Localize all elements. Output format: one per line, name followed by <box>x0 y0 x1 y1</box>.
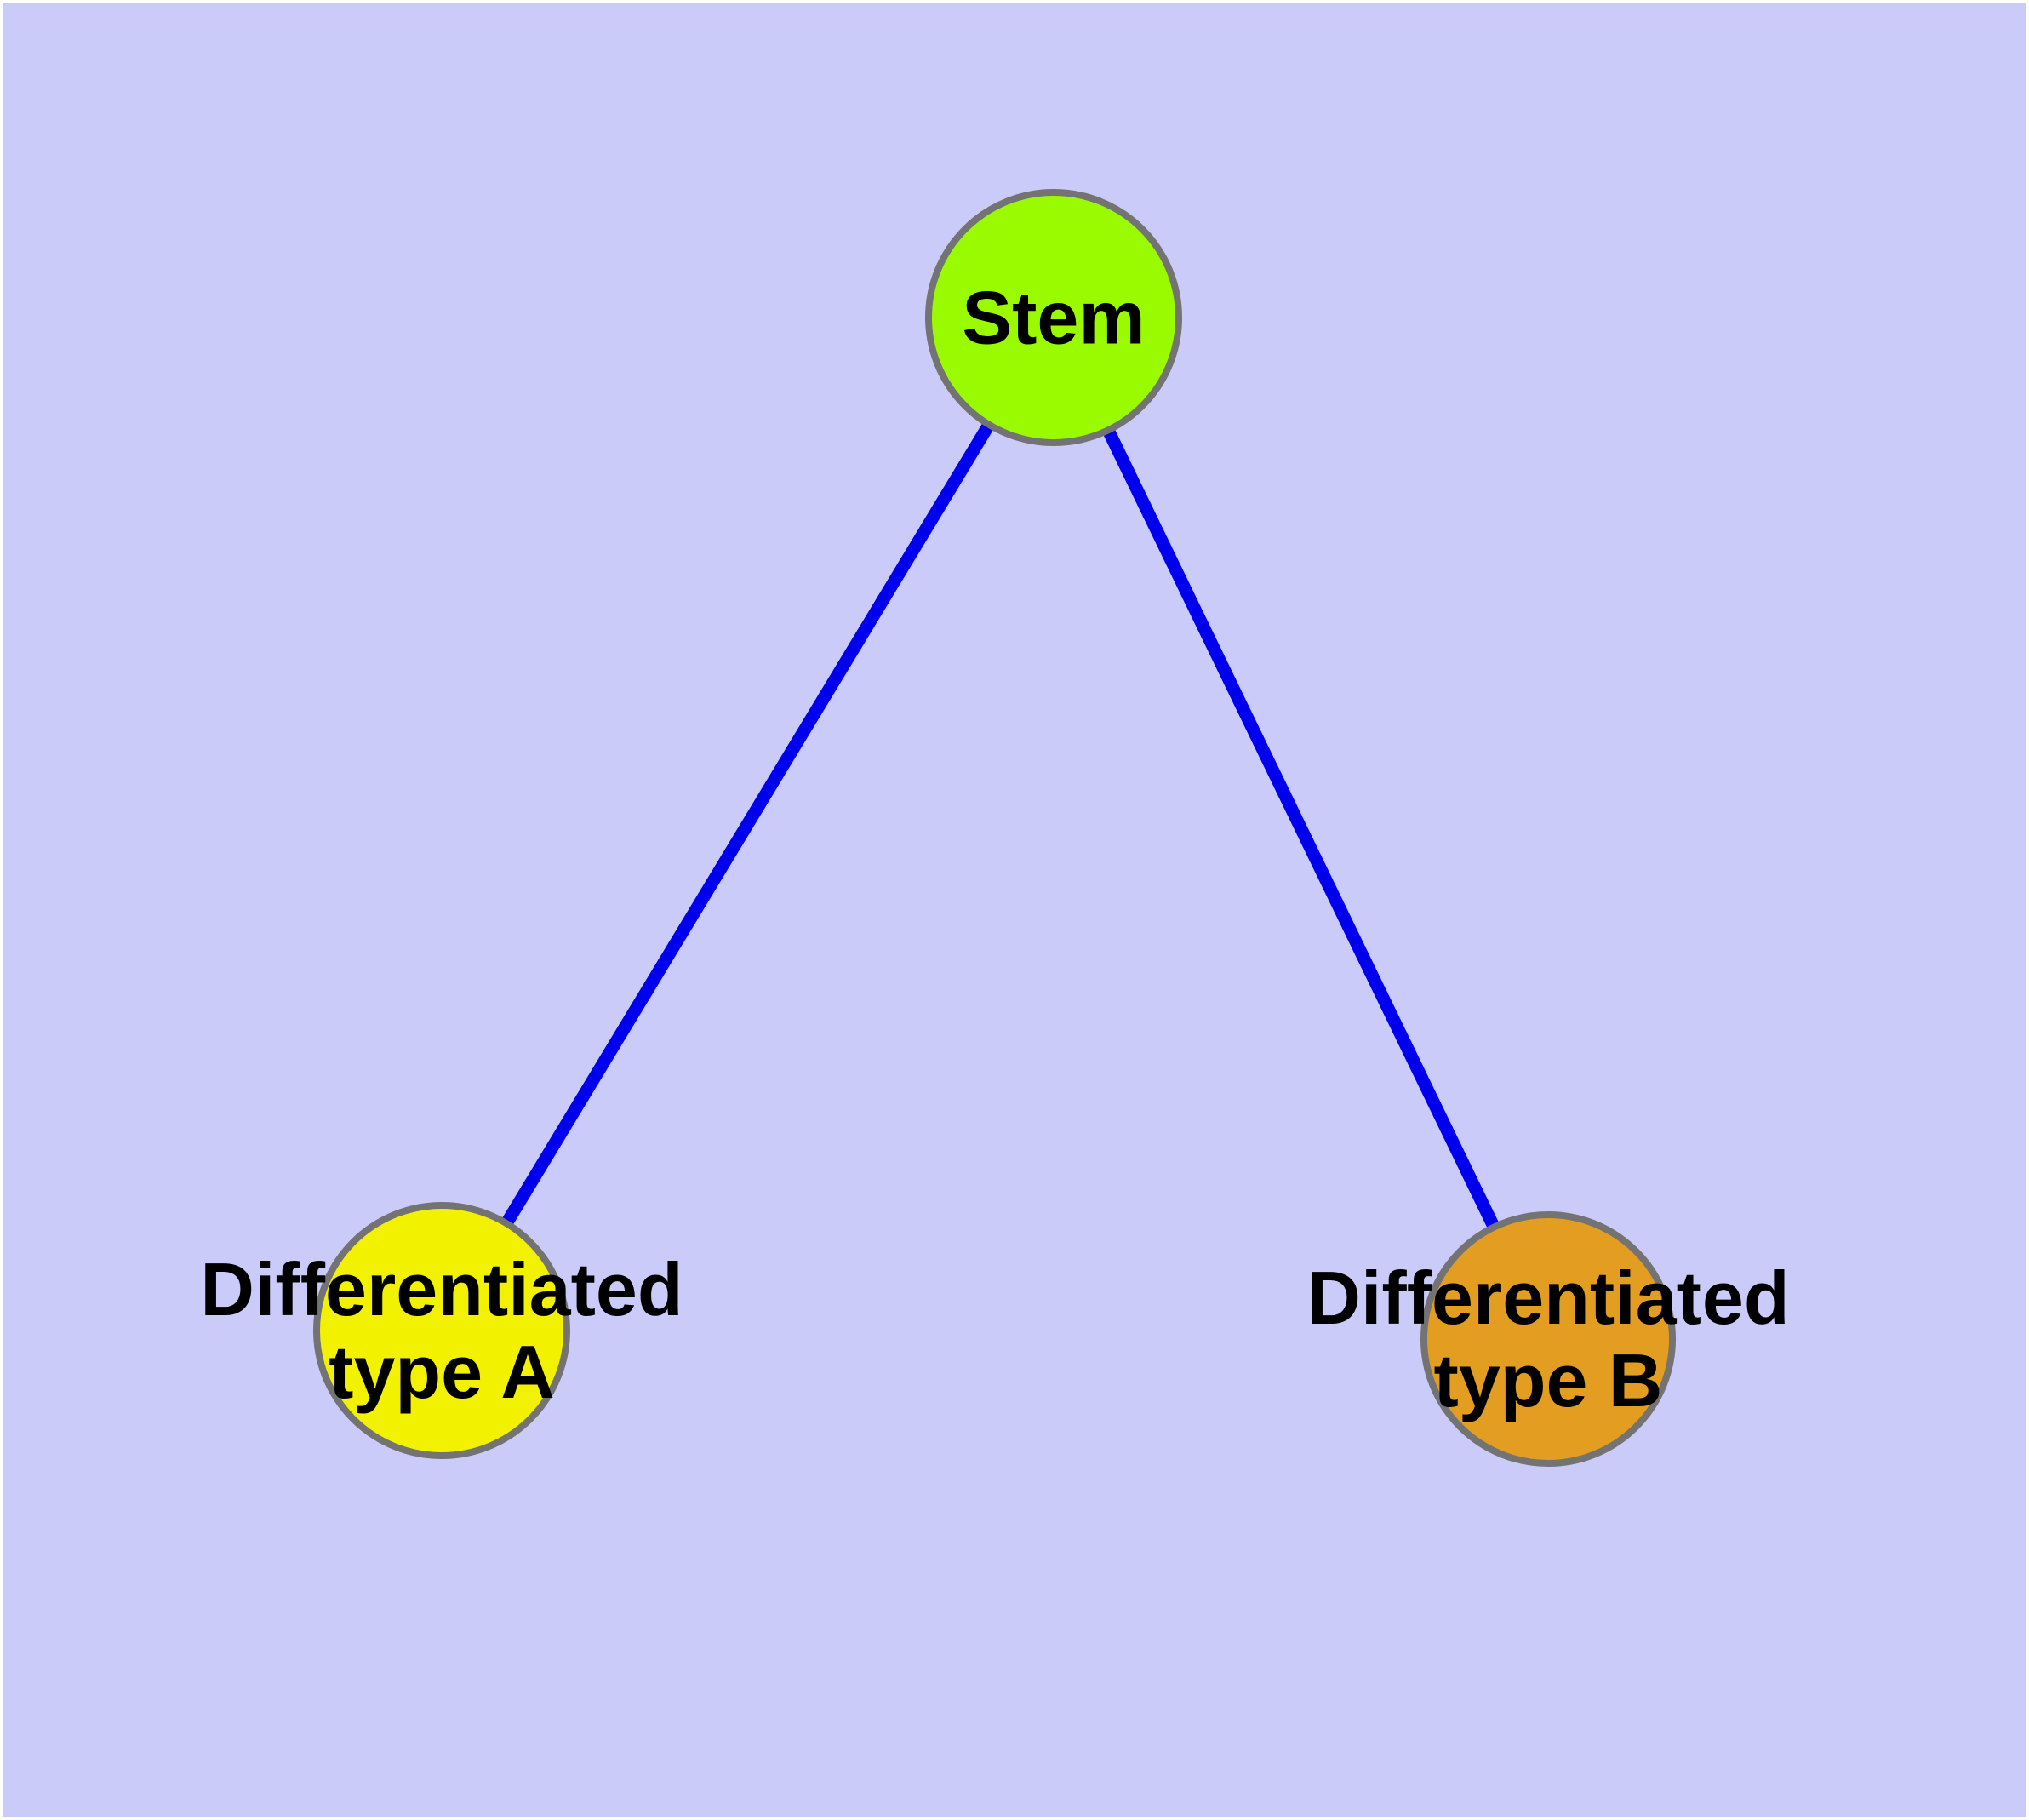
node-label-type-b: Differentiated type B <box>1306 1256 1790 1422</box>
edge-stem-to-type-b <box>1048 314 1554 1342</box>
node-type-a[interactable] <box>313 1202 570 1459</box>
node-label-stem: Stem <box>962 275 1146 360</box>
node-stem[interactable] <box>925 189 1182 446</box>
node-label-type-a: Differentiated type A <box>200 1247 683 1414</box>
node-type-b[interactable] <box>1420 1211 1676 1467</box>
edge-stem-to-type-a <box>436 314 1060 1334</box>
